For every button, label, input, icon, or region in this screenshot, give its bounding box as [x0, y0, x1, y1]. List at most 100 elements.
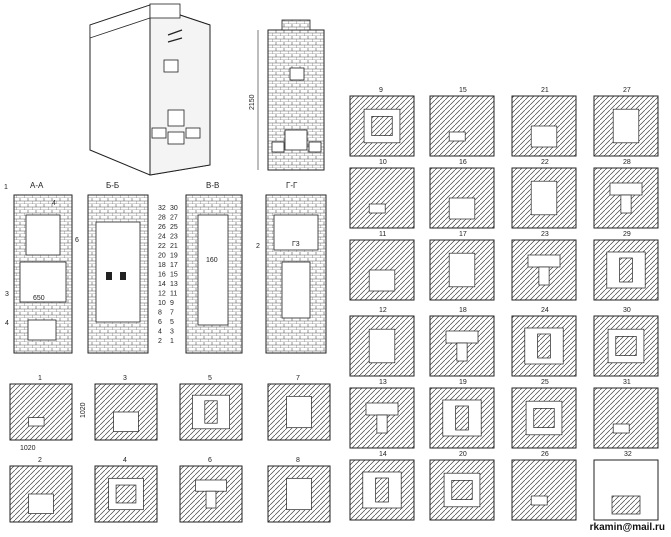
- section-a-a-marker-4b: 4: [52, 200, 56, 207]
- plan-11: 11: [349, 231, 415, 301]
- plan-11-number: 11: [379, 231, 386, 238]
- plan-23-number: 23: [541, 231, 549, 238]
- course-number: 19: [170, 253, 178, 260]
- section-v-v: В-В 160: [185, 181, 243, 354]
- plan-7: 7: [267, 375, 331, 441]
- course-number: 16: [158, 272, 166, 279]
- plan-27-number: 27: [623, 87, 631, 94]
- plan-18-number: 18: [459, 307, 467, 314]
- plan-12-number: 12: [379, 307, 387, 314]
- section-a-a-title: A-A: [30, 181, 44, 190]
- plan-25-number: 25: [541, 379, 549, 386]
- plan-23: 23: [511, 231, 577, 301]
- plan-27: 27: [593, 87, 659, 157]
- section-b-b: Б-Б: [87, 181, 149, 354]
- plan-30: 30: [593, 307, 659, 377]
- course-number: 4: [158, 329, 162, 336]
- plan-20-number: 20: [459, 451, 467, 458]
- plan-26-number: 26: [541, 451, 549, 458]
- plan-29: 29: [593, 231, 659, 301]
- section-a-a-marker-3: 3: [5, 291, 9, 298]
- course-number: 5: [170, 319, 174, 326]
- plan-13: 13: [349, 379, 415, 449]
- plan-12: 12: [349, 307, 415, 377]
- course-number: 3: [170, 329, 174, 336]
- plan-2-number: 2: [38, 457, 42, 464]
- course-number: 24: [158, 234, 166, 241]
- section-a-a-marker-6: 6: [75, 237, 79, 244]
- plan-13-number: 13: [379, 379, 387, 386]
- plan-5-number: 5: [208, 375, 212, 382]
- course-number: 6: [158, 319, 162, 326]
- plan-28-number: 28: [623, 159, 631, 166]
- plan-9: 9: [349, 87, 415, 157]
- plan-24: 24: [511, 307, 577, 377]
- section-a-a: A-A 650 1 3 4 4 6: [4, 181, 79, 354]
- plan-5: 5: [179, 375, 243, 441]
- course-number: 23: [170, 234, 178, 241]
- plan-31: 31: [593, 379, 659, 449]
- plan-25: 25: [511, 379, 577, 449]
- course-number: 17: [170, 262, 178, 269]
- course-number: 2: [158, 338, 162, 345]
- plan-29-number: 29: [623, 231, 631, 238]
- plan-6: 6: [179, 457, 243, 523]
- course-number: 13: [170, 281, 178, 288]
- plan-4-number: 4: [123, 457, 127, 464]
- plan-2: 2: [9, 457, 73, 523]
- course-number: 26: [158, 224, 166, 231]
- plan-19-number: 19: [459, 379, 467, 386]
- section-g-g: Г-Г 2 Г3: [256, 181, 327, 354]
- course-number: 27: [170, 215, 178, 222]
- height-dimension: 2150: [249, 94, 256, 110]
- plan-32: 32: [593, 451, 659, 521]
- plan-19: 19: [429, 379, 495, 449]
- course-number: 12: [158, 291, 166, 298]
- course-number: 32: [158, 205, 166, 212]
- course-number: 9: [170, 300, 174, 307]
- plan-3: 3: [94, 375, 158, 441]
- course-number: 11: [170, 291, 177, 298]
- plan-1-depth-dim: 1020: [80, 402, 87, 418]
- plan-3-number: 3: [123, 375, 127, 382]
- course-number: 20: [158, 253, 166, 260]
- plan-24-number: 24: [541, 307, 549, 314]
- course-number: 28: [158, 215, 166, 222]
- plan-28: 28: [593, 159, 659, 229]
- course-number-column: 3228262422201816141210864230272523211917…: [158, 205, 178, 345]
- course-number: 18: [158, 262, 166, 269]
- course-number: 25: [170, 224, 178, 231]
- plan-22-number: 22: [541, 159, 549, 166]
- plan-16: 16: [429, 159, 495, 229]
- plan-21-number: 21: [541, 87, 549, 94]
- section-v-v-dim: 160: [206, 257, 218, 264]
- plan-8: 8: [267, 457, 331, 523]
- course-number: 10: [158, 300, 166, 307]
- plan-6-number: 6: [208, 457, 212, 464]
- plan-10: 10: [349, 159, 415, 229]
- stove-perspective-view: [89, 3, 211, 176]
- course-number: 22: [158, 243, 166, 250]
- plan-8-number: 8: [296, 457, 300, 464]
- plan-14: 14: [349, 451, 415, 521]
- plan-15: 15: [429, 87, 495, 157]
- plan-17: 17: [429, 231, 495, 301]
- section-b-b-title: Б-Б: [106, 181, 119, 190]
- section-a-a-width: 650: [33, 295, 45, 302]
- course-number: 15: [170, 272, 178, 279]
- course-number: 1: [170, 338, 174, 345]
- section-a-a-marker-1: 1: [4, 184, 8, 191]
- plan-9-number: 9: [379, 87, 383, 94]
- plan-15-number: 15: [459, 87, 467, 94]
- course-number: 30: [170, 205, 178, 212]
- plan-7-number: 7: [296, 375, 300, 382]
- course-number: 14: [158, 281, 166, 288]
- plan-18: 18: [429, 307, 495, 377]
- section-a-a-marker-4: 4: [5, 320, 9, 327]
- plan-26: 26: [511, 451, 577, 521]
- course-number: 7: [170, 310, 174, 317]
- plan-17-number: 17: [459, 231, 467, 238]
- section-g-g-title: Г-Г: [286, 181, 298, 190]
